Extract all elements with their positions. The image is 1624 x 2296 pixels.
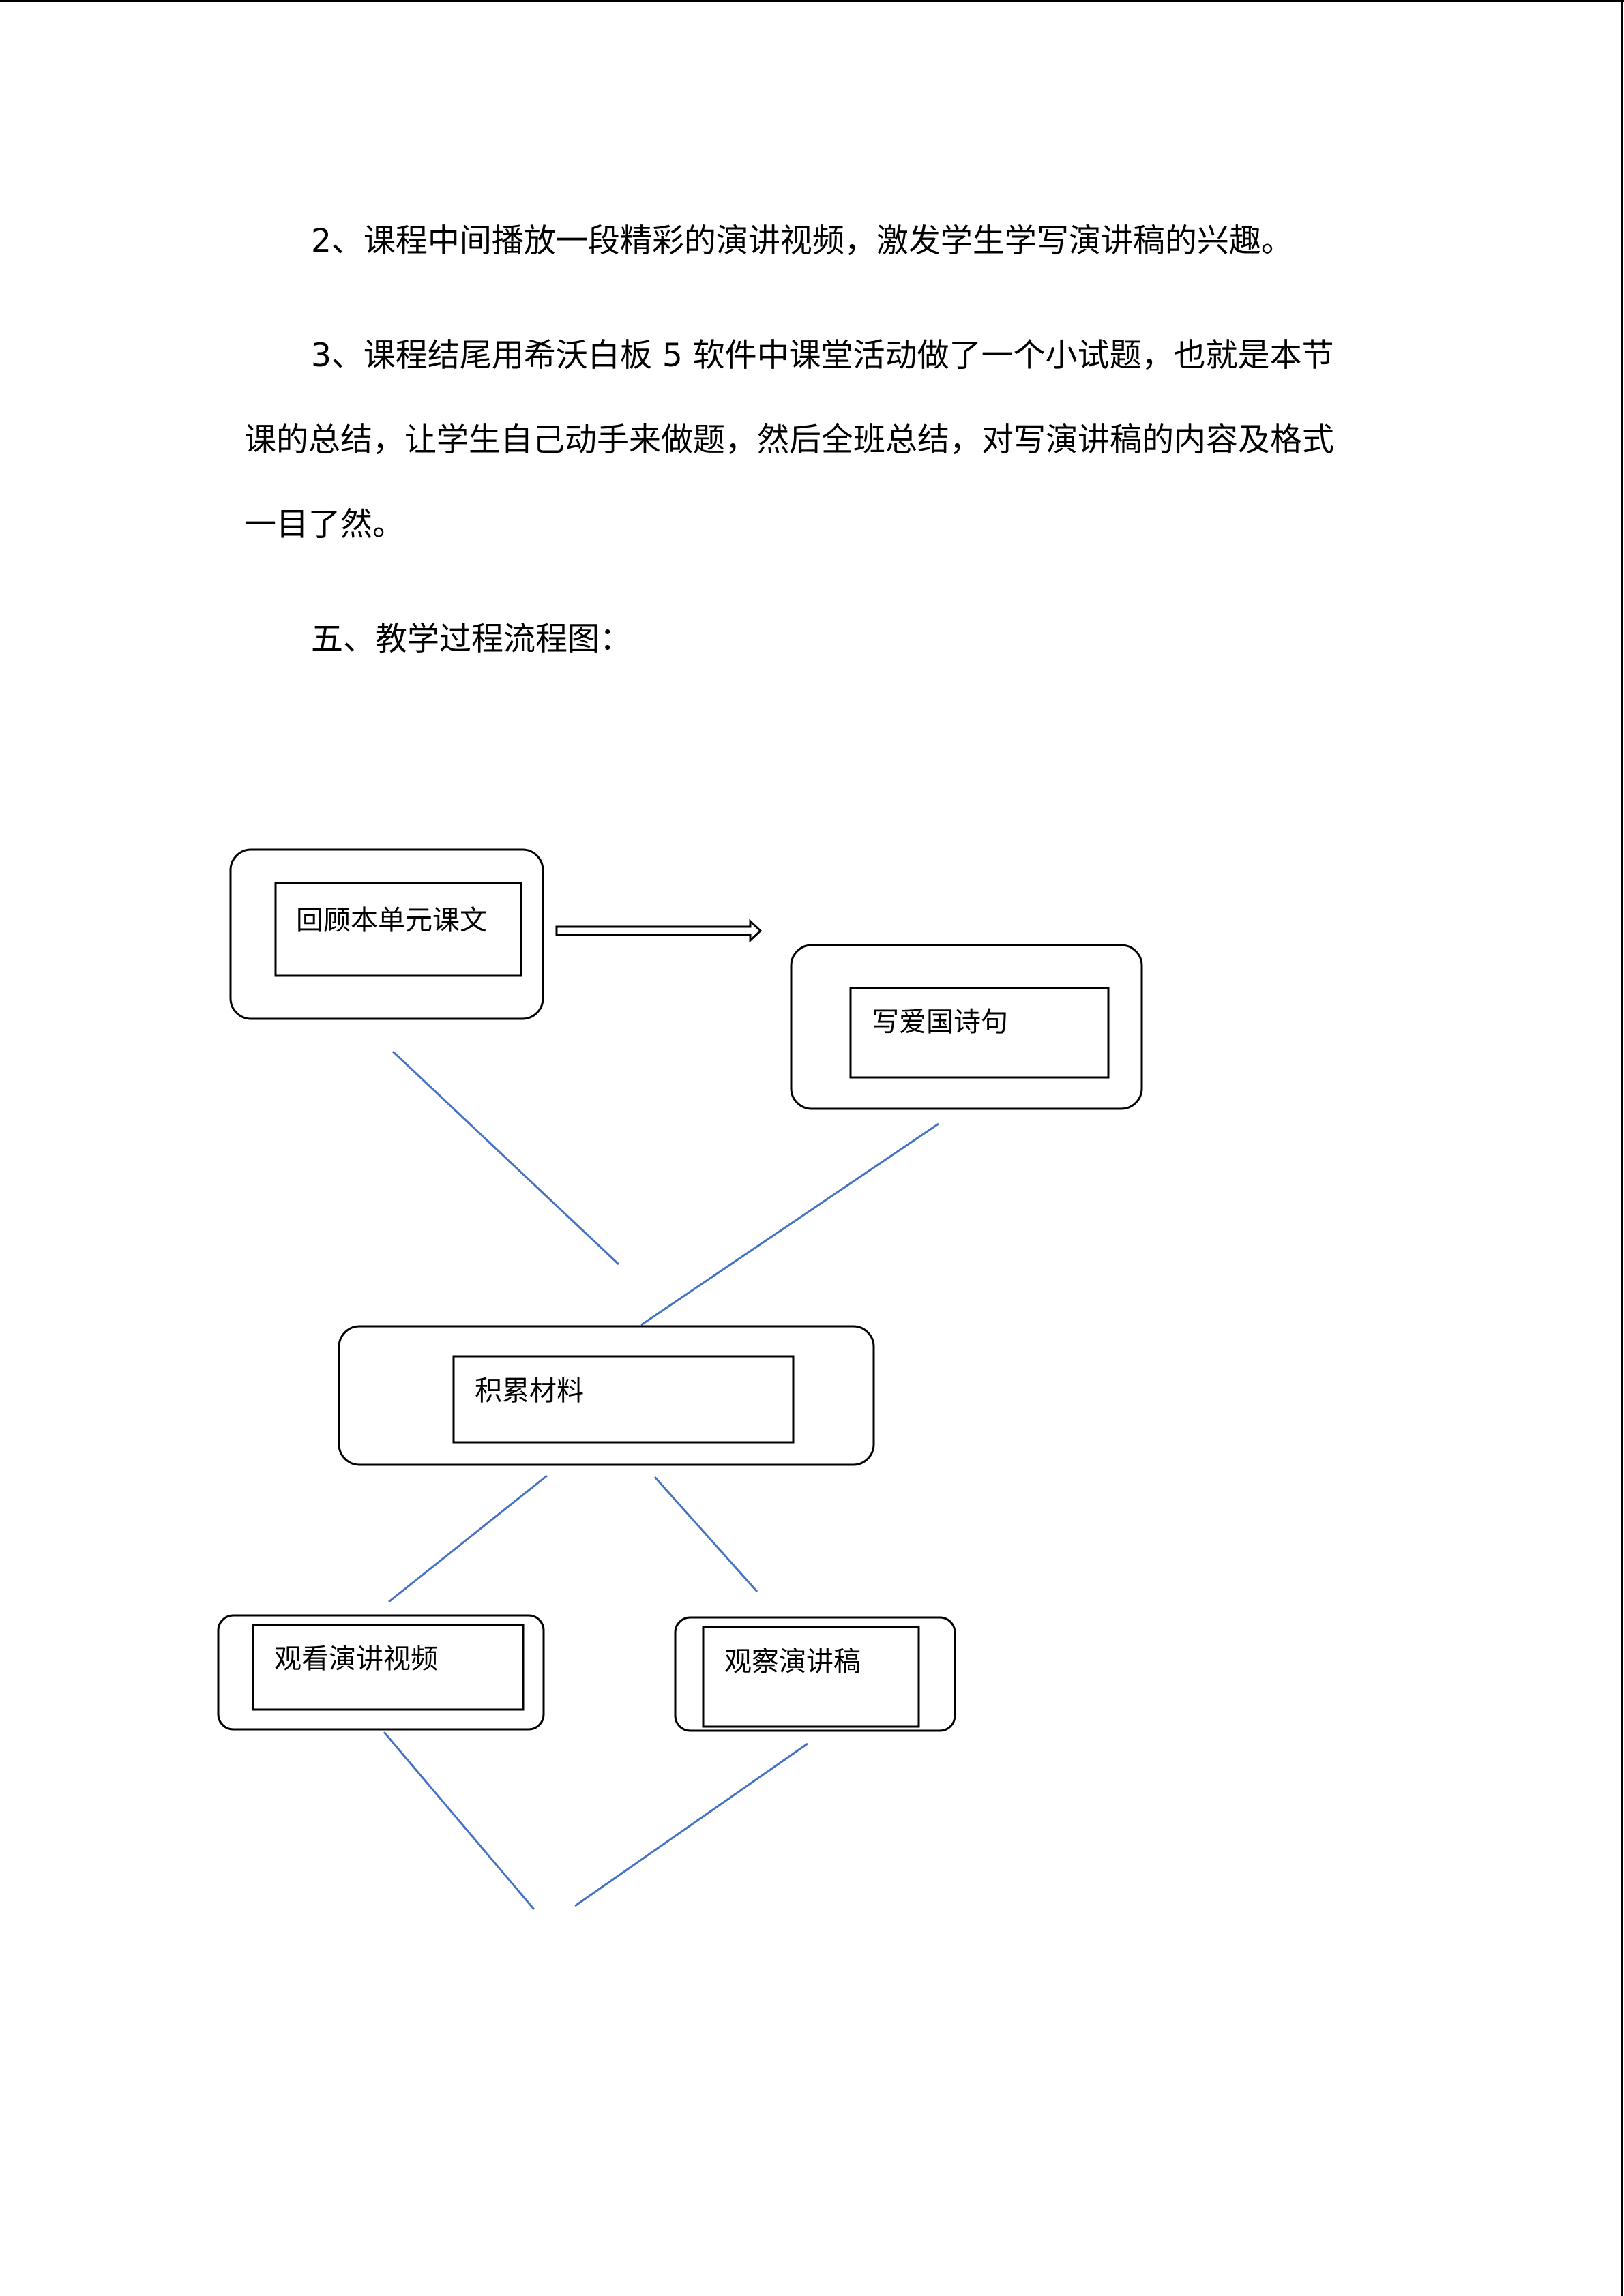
flow-node-watch-video-outer	[217, 1614, 545, 1731]
flow-connector-watch-down	[383, 1731, 535, 1910]
flow-node-poem-label: 写爱国诗句	[872, 1007, 1008, 1038]
paragraph-3: 3、课程结尾用希沃白板 5 软件中课堂活动做了一个小试题，也就是本节 课的总结，…	[244, 314, 1370, 567]
flow-node-accumulate-outer	[338, 1325, 875, 1466]
flow-node-accumulate-label: 积累材料	[475, 1375, 584, 1407]
flow-node-review-label: 回顾本单元课文	[296, 905, 487, 936]
flow-node-watch-video: 观看演讲视频	[217, 1614, 545, 1731]
flow-node-watch-video-label: 观看演讲视频	[274, 1643, 438, 1675]
flow-arrow-review-to-poem	[555, 919, 763, 943]
section-heading-flowchart: 五、教学过程流程图：	[311, 621, 632, 658]
paragraph-3-line-2: 课的总结，让学生自己动手来做题，然后全班总结，对写演讲稿的内容及格式	[244, 421, 1334, 459]
flow-node-observe-outer	[674, 1616, 956, 1732]
page-right-border	[1621, 0, 1623, 2296]
paragraph-2: 2、课程中间播放一段精彩的演讲视频，激发学生学写演讲稿的兴趣。	[311, 222, 1293, 260]
flow-node-review: 回顾本单元课文	[229, 848, 544, 1020]
flow-node-poem-outer	[790, 944, 1143, 1110]
flow-node-accumulate-inner	[452, 1355, 795, 1444]
flow-node-observe-label: 观察演讲稿	[724, 1646, 861, 1678]
flow-node-accumulate: 积累材料	[338, 1325, 875, 1466]
flow-connector-poem-to-accumulate	[640, 1122, 939, 1326]
flow-node-observe-inner	[702, 1626, 920, 1728]
paragraph-3-line-1: 3、课程结尾用希沃白板 5 软件中课堂活动做了一个小试题，也就是本节	[311, 337, 1334, 374]
paragraph-3-line-3: 一目了然。	[244, 506, 404, 543]
flow-node-watch-video-inner	[252, 1624, 525, 1711]
flow-node-review-inner	[274, 882, 522, 977]
flow-connector-observe-down	[574, 1742, 808, 1907]
flow-node-poem: 写爱国诗句	[790, 944, 1143, 1110]
page-top-border	[0, 0, 1624, 2]
flow-connector-accumulate-to-watch	[388, 1474, 548, 1603]
flow-node-review-outer	[229, 848, 544, 1020]
hollow-arrow-icon	[555, 919, 763, 943]
flow-connector-review-to-accumulate	[392, 1050, 620, 1266]
flow-node-observe: 观察演讲稿	[674, 1616, 956, 1732]
flow-connector-accumulate-to-observe	[653, 1476, 758, 1592]
flow-node-poem-inner	[849, 987, 1110, 1079]
